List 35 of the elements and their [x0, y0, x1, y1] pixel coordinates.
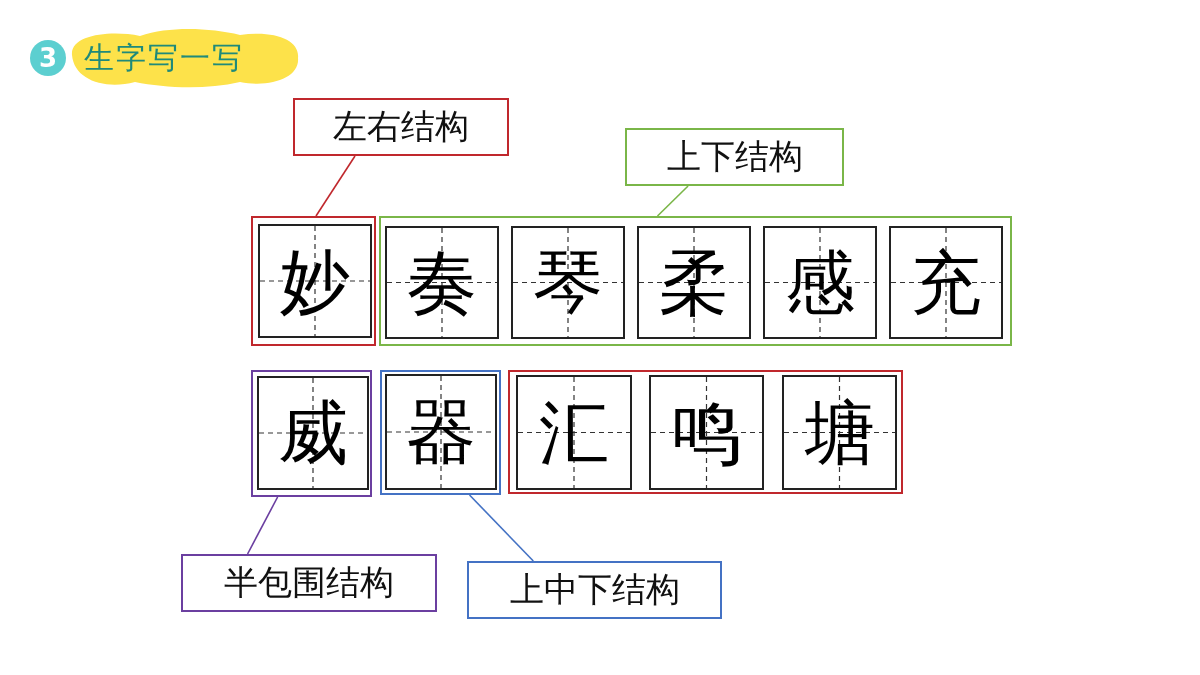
character: 汇 [538, 397, 610, 468]
character: 奏 [406, 247, 478, 318]
writing-grid-cell [649, 375, 764, 490]
character: 柔 [658, 247, 730, 318]
structure-label: 左右结构 [293, 98, 509, 156]
character: 充 [910, 247, 982, 318]
writing-grid-cell [258, 224, 372, 338]
structure-label: 上下结构 [625, 128, 844, 186]
character: 琴 [532, 247, 604, 318]
group-frame [251, 370, 372, 497]
group-frame [379, 216, 1012, 346]
leader-line [468, 494, 535, 562]
writing-grid-cell [385, 226, 499, 339]
writing-grid-cell [889, 226, 1003, 339]
writing-grid-cell [257, 376, 369, 490]
character: 器 [405, 397, 477, 467]
writing-grid-cell [516, 375, 632, 490]
leader-line [315, 155, 356, 217]
writing-grid-cell [763, 226, 877, 339]
character: 鸣 [670, 397, 743, 468]
leader-line [656, 185, 689, 217]
writing-grid-cell [637, 226, 751, 339]
character: 妙 [279, 246, 351, 316]
structure-label: 半包围结构 [181, 554, 437, 612]
writing-grid-cell [782, 375, 897, 490]
character: 感 [784, 247, 856, 318]
title: 生字写一写 [84, 40, 244, 76]
leader-line [246, 496, 279, 555]
character: 威 [277, 398, 349, 468]
number-badge: 3 [30, 40, 66, 76]
group-frame [251, 216, 376, 346]
character: 塘 [803, 397, 876, 468]
group-frame [508, 370, 903, 494]
writing-grid-cell [511, 226, 625, 339]
structure-label: 上中下结构 [467, 561, 722, 619]
